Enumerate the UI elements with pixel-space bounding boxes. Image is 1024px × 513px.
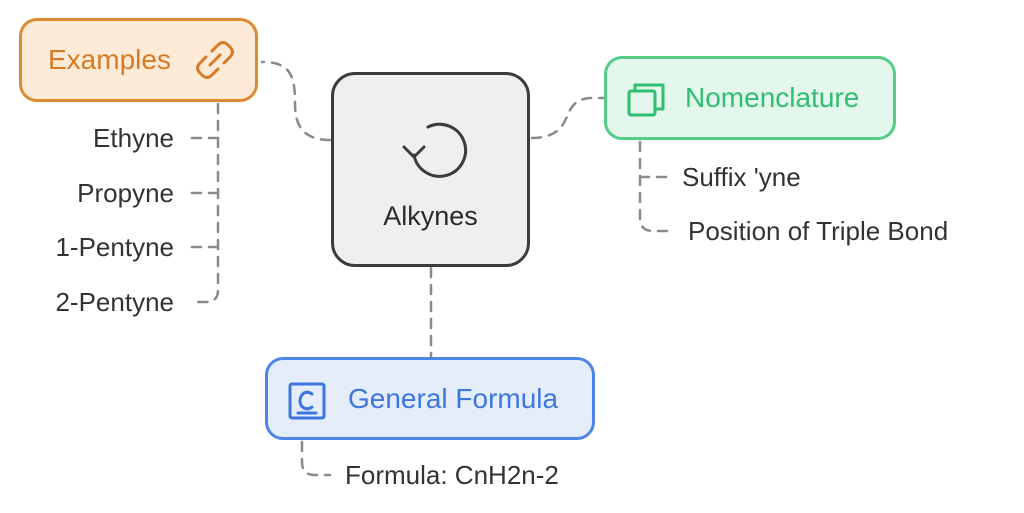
branch-examples-label: Examples bbox=[48, 44, 171, 75]
connector-formula-leaf bbox=[300, 440, 332, 477]
refresh-cycle-icon bbox=[398, 117, 468, 192]
branch-general-formula-label: General Formula bbox=[348, 382, 559, 414]
central-topic[interactable]: Alkynes bbox=[331, 72, 530, 267]
stacked-pages-icon bbox=[625, 79, 667, 126]
central-topic-label: Alkynes bbox=[383, 201, 478, 231]
connector-nomen-trunk bbox=[638, 140, 670, 233]
branch-general-formula[interactable]: General Formula bbox=[265, 357, 595, 440]
branch-examples[interactable]: Examples bbox=[19, 18, 258, 102]
leaf-nomen-position: Position of Triple Bond bbox=[688, 216, 949, 246]
connector-center-nomenclature bbox=[530, 96, 605, 140]
leaf-formula: Formula: CnH2n-2 bbox=[345, 460, 559, 490]
branch-nomenclature-label: Nomenclature bbox=[685, 82, 860, 113]
link-chain-icon bbox=[192, 37, 238, 88]
leaf-nomen-suffix: Suffix 'yne bbox=[682, 162, 801, 192]
branch-nomenclature[interactable]: Nomenclature bbox=[604, 56, 896, 140]
connector-examples-trunk bbox=[190, 102, 220, 304]
copyright-c-icon bbox=[287, 381, 327, 426]
connector-center-examples bbox=[260, 60, 332, 142]
leaf-example-propyne: Propyne bbox=[77, 178, 174, 208]
leaf-example-2-pentyne: 2-Pentyne bbox=[55, 287, 174, 317]
leaf-example-ethyne: Ethyne bbox=[93, 123, 174, 153]
leaf-example-1-pentyne: 1-Pentyne bbox=[55, 232, 174, 262]
